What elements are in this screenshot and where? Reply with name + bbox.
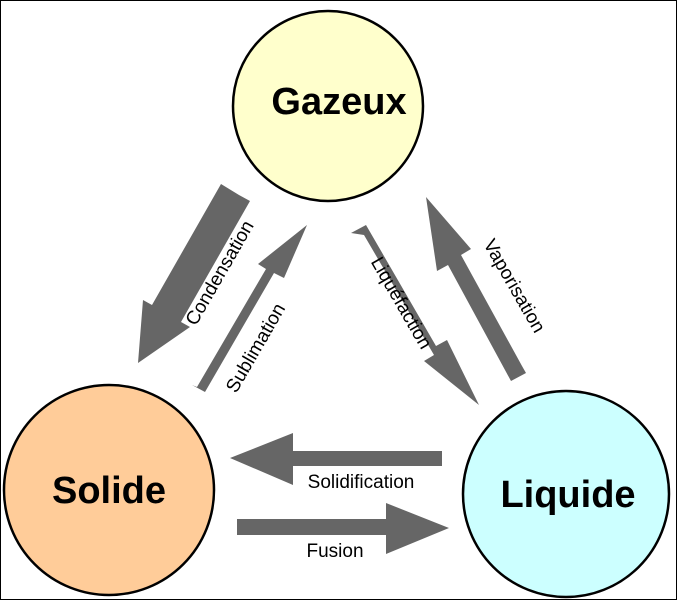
sublimation-arrow: [192, 225, 307, 392]
condensation-arrow: [138, 184, 250, 363]
liquefaction-label: Liquéfaction: [366, 254, 435, 353]
liquid-circle: [461, 389, 671, 599]
gas-label: Gazeux: [271, 81, 406, 123]
solid-label: Solide: [52, 470, 166, 512]
fusion-arrow: [237, 503, 449, 554]
vaporisation-arrow: [426, 197, 526, 381]
sublimation-label: Sublimation: [222, 300, 290, 396]
gas-circle: [231, 9, 425, 203]
solid-circle: [2, 383, 216, 597]
solidification-arrow: [230, 433, 442, 485]
liquefaction-arrow: [351, 225, 479, 405]
solidification-label: Solidification: [308, 472, 415, 493]
liquid-label: Liquide: [500, 474, 635, 516]
fusion-label: Fusion: [306, 541, 363, 562]
